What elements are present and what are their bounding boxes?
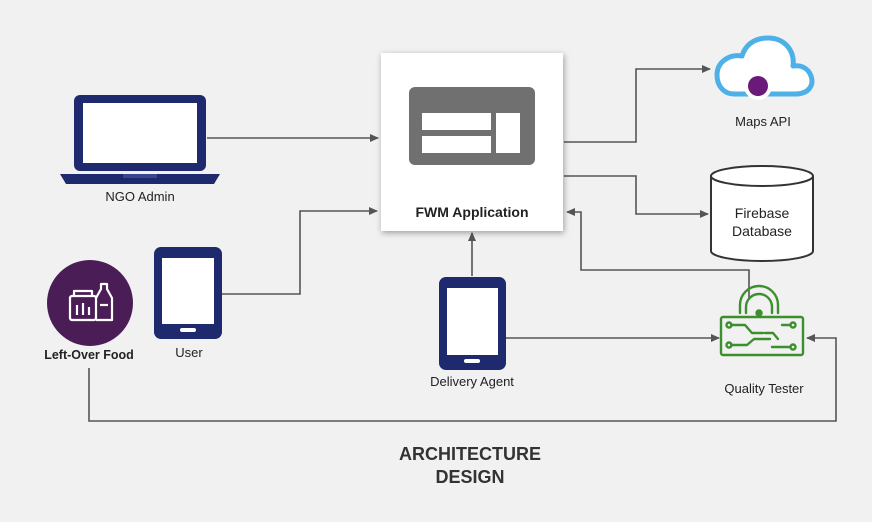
arrow-app-to-maps [564,65,711,143]
maps-api-label: Maps API [735,114,791,129]
ngo-admin-label: NGO Admin [105,189,175,204]
delivery-agent-tablet-icon [439,277,506,370]
delivery-agent-label: Delivery Agent [430,374,514,389]
fwm-application-label: FWM Application [415,204,529,220]
firebase-label-line1: Firebase [734,205,790,221]
fwm-application-box [381,53,563,231]
diagram-title-line1: ARCHITECTURE [399,444,541,464]
cloud-icon [714,35,815,100]
arrow-user-to-app [222,207,378,295]
connectors [88,65,837,422]
left-over-food-label: Left-Over Food [44,348,134,362]
database-cylinder-icon [710,165,814,262]
food-package-icon [47,260,133,346]
diagram-title-line2: DESIGN [435,467,505,487]
quality-tester-label: Quality Tester [724,381,804,396]
arrow-tester-to-app [566,208,750,299]
user-tablet-icon [154,247,222,339]
arrow-food-to-tester [88,334,837,422]
firebase-label-line2: Database [732,223,792,239]
circuit-sensor-icon [719,284,805,357]
application-window-icon [409,87,535,165]
user-label: User [175,345,203,360]
arrow-app-to-firebase [564,175,709,218]
laptop-icon [60,95,220,184]
